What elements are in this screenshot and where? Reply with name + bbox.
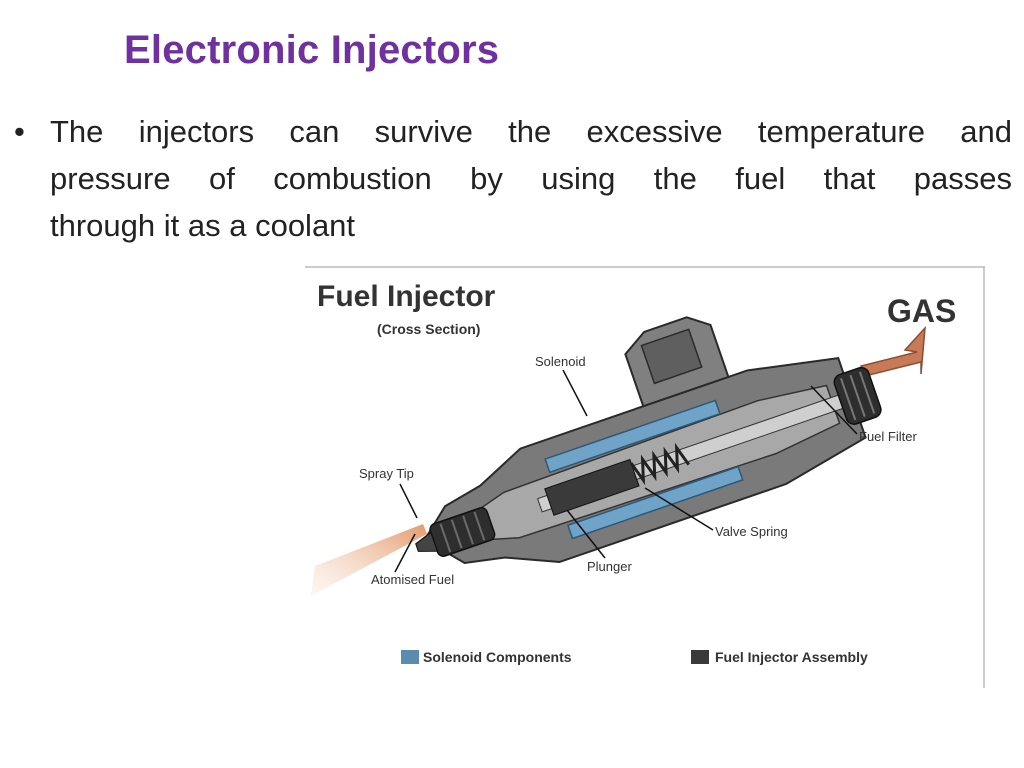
figure-subtitle: (Cross Section) xyxy=(377,321,480,337)
label-plunger: Plunger xyxy=(587,559,632,574)
bullet-text: The injectors can survive the excessive … xyxy=(50,108,1012,249)
fuel-injector-diagram: Fuel Injector (Cross Section) GAS xyxy=(305,266,985,688)
leader-spray-tip xyxy=(400,484,417,518)
label-atomised-fuel: Atomised Fuel xyxy=(371,572,454,587)
label-solenoid: Solenoid xyxy=(535,354,586,369)
bullet-line: pressure of combustion by using the fuel… xyxy=(50,155,1012,202)
diagram-canvas: Fuel Injector (Cross Section) GAS xyxy=(305,266,985,688)
slide-title: Electronic Injectors xyxy=(124,28,499,73)
injector-body xyxy=(375,267,894,604)
label-spray-tip: Spray Tip xyxy=(359,466,414,481)
leader-solenoid xyxy=(563,370,587,416)
bullet-dot: • xyxy=(14,108,25,155)
legend-swatch-assembly xyxy=(691,650,709,664)
figure-title: Fuel Injector xyxy=(317,280,496,313)
legend-swatch-solenoid xyxy=(401,650,419,664)
label-valve-spring: Valve Spring xyxy=(715,524,788,539)
gas-arrow xyxy=(861,328,925,376)
bullet-line: The injectors can survive the excessive … xyxy=(50,108,1012,155)
legend-label-solenoid: Solenoid Components xyxy=(423,649,572,665)
gas-label: GAS xyxy=(887,293,956,329)
label-fuel-filter: Fuel Filter xyxy=(859,429,917,444)
legend-label-assembly: Fuel Injector Assembly xyxy=(715,649,868,665)
bullet-line: through it as a coolant xyxy=(50,202,1012,249)
